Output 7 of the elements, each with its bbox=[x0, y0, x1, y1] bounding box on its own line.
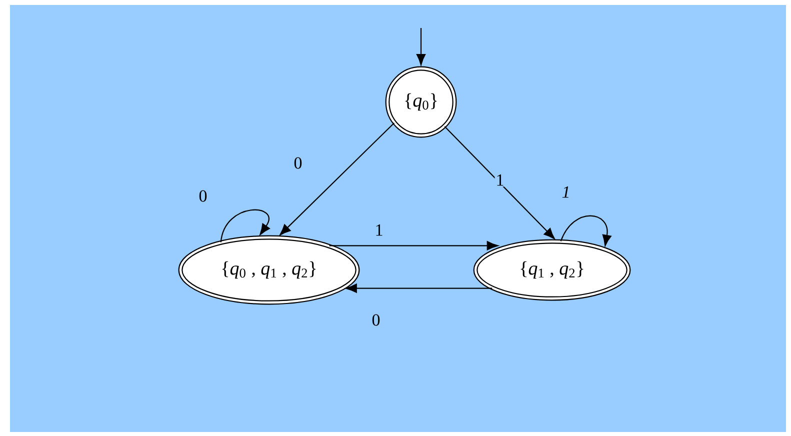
arrow bbox=[220, 209, 270, 242]
arrow bbox=[416, 28, 426, 66]
arrow bbox=[280, 122, 395, 236]
arrow bbox=[329, 241, 498, 250]
arrow bbox=[560, 215, 612, 246]
arrow bbox=[346, 284, 492, 293]
arrow bbox=[444, 126, 555, 240]
